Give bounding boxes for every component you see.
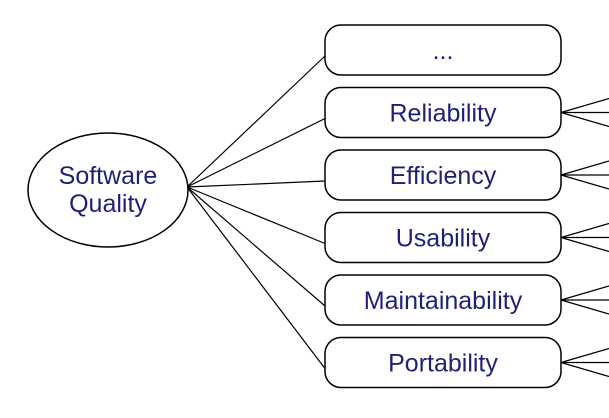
characteristic-node: Usability [324,211,562,264]
characteristic-label: Portability [388,350,498,378]
characteristic-box [324,86,562,139]
sub-branch-line [560,174,609,190]
characteristic-node: Maintainability [324,274,562,326]
connector-line [186,180,326,188]
root-label-line-2: Quality [69,190,147,218]
connector-lines [186,55,326,369]
characteristic-node: ... [324,24,562,76]
characteristic-box [324,336,562,389]
sub-branch-line [560,97,609,114]
characteristic-box [324,211,562,264]
root-label-line-1: Software [59,162,158,190]
sub-branch-line [560,361,609,378]
sub-branch-line [560,285,609,301]
sub-branch-line [560,160,609,176]
sub-branch-line [560,222,609,239]
characteristic-node: Efficiency [324,149,562,201]
sub-branch-line [560,111,609,128]
characteristic-node: Reliability [324,86,562,139]
characteristic-label: ... [433,37,454,65]
connector-line [186,186,326,369]
characteristic-label: Usability [396,225,491,253]
characteristic-boxes: ... ReliabilityEfficiencyUsabilityMaintai… [324,24,562,389]
characteristic-node: Portability [324,336,562,389]
characteristic-box [324,274,562,326]
characteristic-label: Reliability [390,100,497,128]
sub-branch-stubs [560,97,609,378]
sub-branch-line [560,347,609,364]
sub-branch-line [560,236,609,253]
characteristic-box [324,24,562,76]
sub-branch-line [560,299,609,315]
connector-line [186,186,326,307]
characteristic-label: Efficiency [390,162,497,190]
connector-line [186,55,326,188]
connector-line [186,117,326,188]
characteristic-box [324,149,562,201]
software-quality-ellipse [27,132,189,248]
connector-line [186,186,326,245]
characteristic-label: Maintainability [364,287,523,315]
